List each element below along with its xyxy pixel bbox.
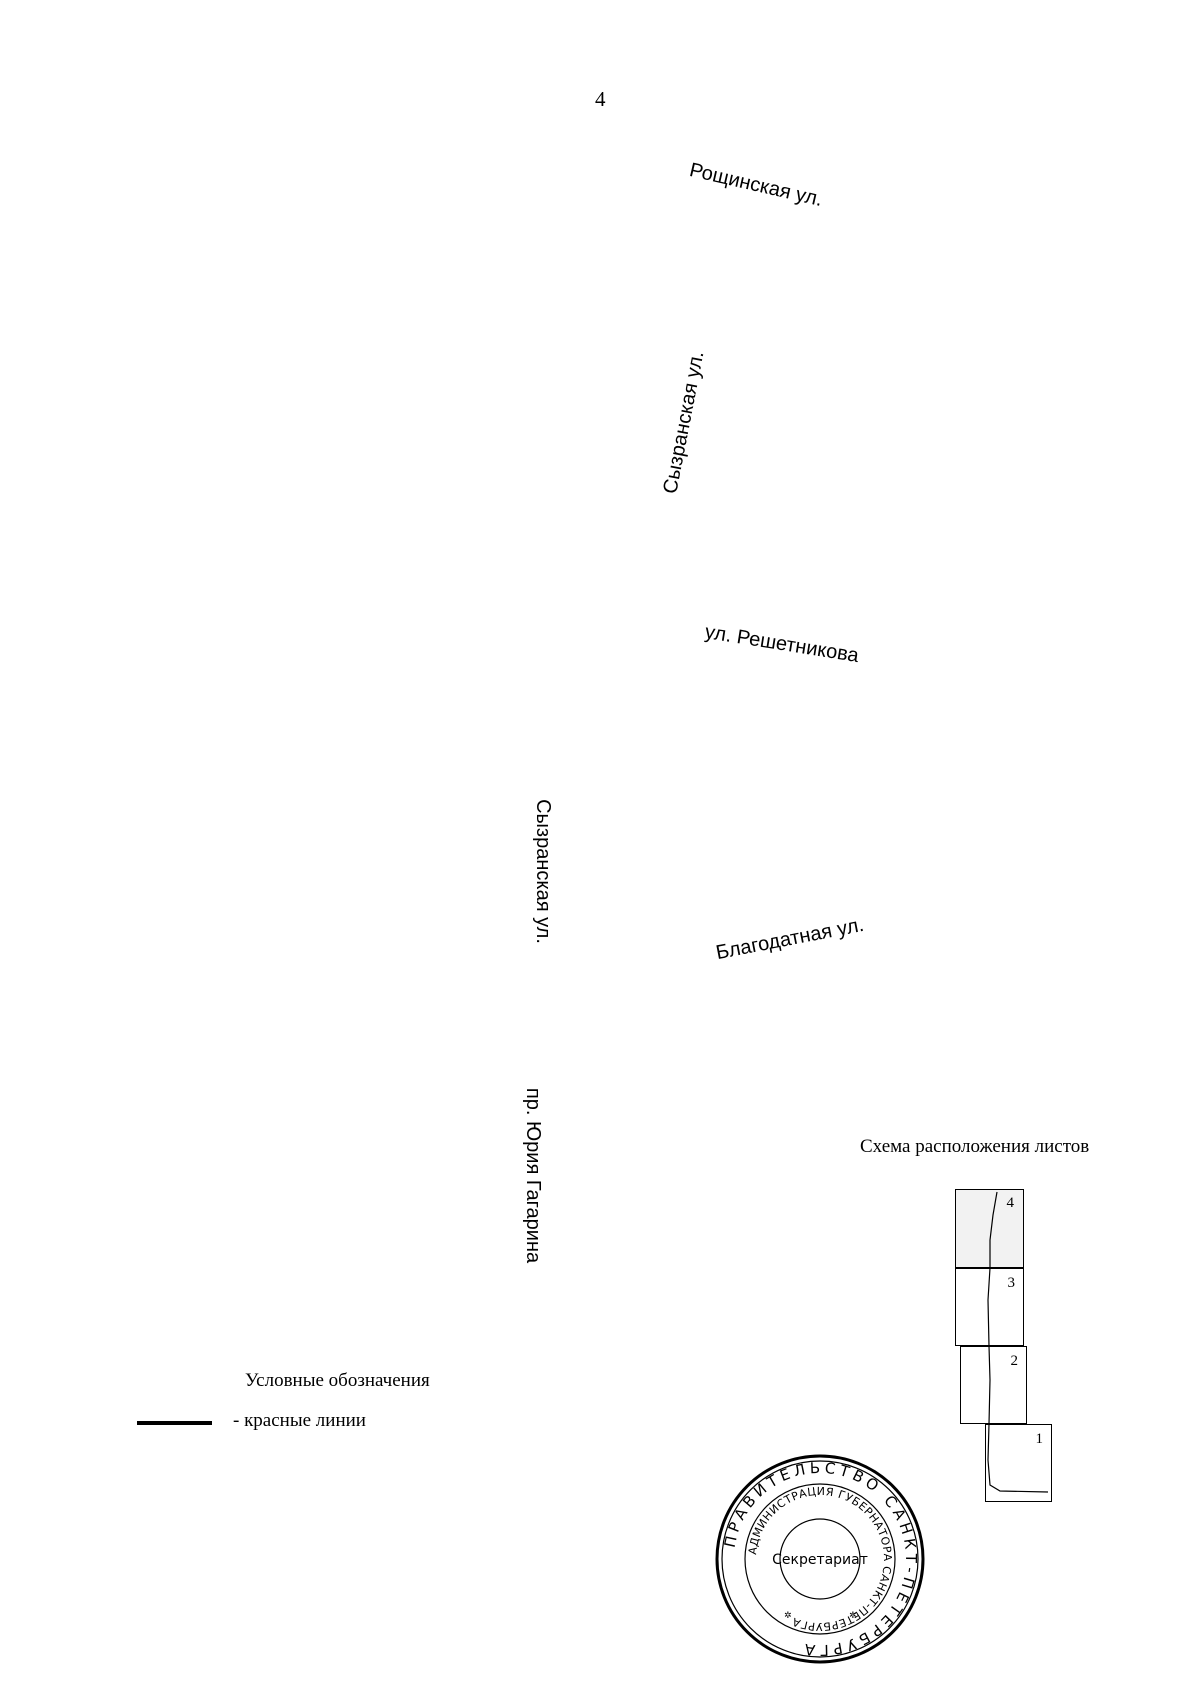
svg-text:✲: ✲ xyxy=(849,1611,857,1621)
sheet-number-4: 4 xyxy=(1006,1195,1015,1211)
street-label-gagarina: пр. Юрия Гагарина xyxy=(522,1087,545,1264)
sheet-box-2: 2 xyxy=(960,1346,1027,1424)
sheet-number-1: 1 xyxy=(1035,1431,1044,1447)
sheet-scheme-title: Схема расположения листов xyxy=(860,1136,1090,1157)
street-label-syzranskaya-bottom: Сызранская ул. xyxy=(531,799,554,944)
sheet-box-4: 4 xyxy=(955,1189,1024,1268)
legend-red-line-label: - красные линии xyxy=(233,1410,366,1431)
street-label-syzranskaya-top: Сызранская ул. xyxy=(659,349,709,496)
sheet-box-1: 1 xyxy=(985,1424,1052,1502)
official-seal: ПРАВИТЕЛЬСТВО САНКТ-ПЕТЕРБУРГА АДМИНИСТР… xyxy=(715,1454,925,1664)
street-label-roshchinskaya: Рощинская ул. xyxy=(687,159,825,211)
sheet-number-2: 2 xyxy=(1010,1353,1019,1369)
svg-text:Секретариат: Секретариат xyxy=(772,1552,868,1568)
sheet-number-3: 3 xyxy=(1007,1275,1016,1291)
street-label-blagodatnaya: Благодатная ул. xyxy=(714,913,866,965)
page-number: 4 xyxy=(595,87,606,111)
sheet-box-3: 3 xyxy=(955,1268,1024,1346)
legend-red-line-symbol xyxy=(137,1421,212,1425)
street-label-reshetnikova: ул. Решетникова xyxy=(703,620,861,668)
legend-title: Условные обозначения xyxy=(245,1370,430,1391)
svg-text:✲: ✲ xyxy=(784,1611,792,1621)
